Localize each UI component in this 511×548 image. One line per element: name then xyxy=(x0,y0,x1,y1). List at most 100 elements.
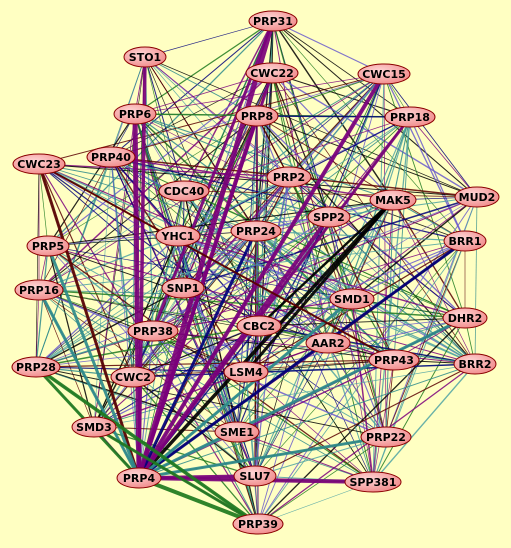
node-dhr2[interactable]: DHR2 xyxy=(442,307,488,329)
node-spp2[interactable]: SPP2 xyxy=(307,206,351,228)
node-prp6[interactable]: PRP6 xyxy=(113,103,157,125)
node-label: CWC22 xyxy=(250,67,294,80)
node-ellipse[interactable] xyxy=(235,105,279,127)
node-ellipse[interactable] xyxy=(368,349,420,371)
node-ellipse[interactable] xyxy=(158,180,210,202)
node-ellipse[interactable] xyxy=(86,146,136,168)
node-ellipse[interactable] xyxy=(232,513,284,535)
node-prp38[interactable]: PRP38 xyxy=(127,320,179,342)
node-yhc1[interactable]: YHC1 xyxy=(155,225,201,247)
edge-yhc1-brr2 xyxy=(177,235,476,365)
node-ellipse[interactable] xyxy=(384,106,436,128)
edge-cwc23-snp1 xyxy=(38,163,184,289)
node-prp4[interactable]: PRP4 xyxy=(116,467,162,489)
node-ellipse[interactable] xyxy=(161,277,205,299)
node-prp22[interactable]: PRP22 xyxy=(360,426,412,448)
strong-edge-prp4-brr1 xyxy=(138,239,466,480)
node-prp39[interactable]: PRP39 xyxy=(232,513,284,535)
node-sto1[interactable]: STO1 xyxy=(123,46,167,68)
node-ellipse[interactable] xyxy=(236,315,282,337)
node-prp28[interactable]: PRP28 xyxy=(11,356,61,378)
edge-mud2-prp38 xyxy=(152,196,478,332)
node-ellipse[interactable] xyxy=(307,206,351,228)
node-label: LSM4 xyxy=(229,366,263,379)
node-snp1[interactable]: SNP1 xyxy=(161,277,205,299)
node-ellipse[interactable] xyxy=(155,225,201,247)
node-cdc40[interactable]: CDC40 xyxy=(158,180,210,202)
node-ellipse[interactable] xyxy=(233,465,277,487)
node-ellipse[interactable] xyxy=(248,10,298,32)
edge-cwc23-prp5 xyxy=(38,163,49,247)
node-ellipse[interactable] xyxy=(443,230,487,252)
node-slu7[interactable]: SLU7 xyxy=(233,465,277,487)
node-label: YHC1 xyxy=(161,230,195,243)
node-ellipse[interactable] xyxy=(442,307,488,329)
node-cwc22[interactable]: CWC22 xyxy=(245,62,299,84)
edge-prp18-mud2 xyxy=(409,116,478,198)
node-ellipse[interactable] xyxy=(357,63,411,85)
node-ellipse[interactable] xyxy=(14,279,64,301)
edge-mud2-brr2 xyxy=(474,196,478,365)
node-label: PRP38 xyxy=(133,325,173,338)
node-ellipse[interactable] xyxy=(223,361,269,383)
node-prp31[interactable]: PRP31 xyxy=(248,10,298,32)
node-ellipse[interactable] xyxy=(214,421,260,443)
node-ellipse[interactable] xyxy=(127,320,179,342)
node-smd3[interactable]: SMD3 xyxy=(71,416,117,438)
node-cbc2[interactable]: CBC2 xyxy=(236,315,282,337)
node-ellipse[interactable] xyxy=(116,467,162,489)
node-prp8[interactable]: PRP8 xyxy=(235,105,279,127)
node-prp18[interactable]: PRP18 xyxy=(384,106,436,128)
node-ellipse[interactable] xyxy=(123,46,167,68)
node-prp16[interactable]: PRP16 xyxy=(14,279,64,301)
node-cwc2[interactable]: CWC2 xyxy=(110,366,156,388)
node-cwc15[interactable]: CWC15 xyxy=(357,63,411,85)
node-ellipse[interactable] xyxy=(360,426,412,448)
node-ellipse[interactable] xyxy=(266,166,312,188)
node-ellipse[interactable] xyxy=(329,288,375,310)
node-ellipse[interactable] xyxy=(344,471,402,493)
node-ellipse[interactable] xyxy=(454,186,500,208)
edge-prp5-prp22 xyxy=(47,245,387,438)
node-prp40[interactable]: PRP40 xyxy=(86,146,136,168)
node-ellipse[interactable] xyxy=(369,189,417,211)
node-prp43[interactable]: PRP43 xyxy=(368,349,420,371)
strong-edge-prp16-prp4 xyxy=(37,289,141,479)
node-label: SPP2 xyxy=(313,211,345,224)
edge-prp8-spp2 xyxy=(256,115,330,218)
node-ellipse[interactable] xyxy=(113,103,157,125)
node-ellipse[interactable] xyxy=(12,153,66,175)
node-prp24[interactable]: PRP24 xyxy=(230,220,282,242)
edge-cwc22-prp18 xyxy=(271,72,411,118)
node-ellipse[interactable] xyxy=(245,62,299,84)
node-ellipse[interactable] xyxy=(453,353,497,375)
edge-prp40-prp28 xyxy=(35,156,112,368)
edge-brr2-prp39 xyxy=(257,363,476,525)
node-aar2[interactable]: AAR2 xyxy=(305,332,351,354)
node-spp381[interactable]: SPP381 xyxy=(344,471,402,493)
node-prp5[interactable]: PRP5 xyxy=(26,235,70,257)
edge-prp40-prp4 xyxy=(110,156,140,479)
node-brr2[interactable]: BRR2 xyxy=(453,353,497,375)
node-ellipse[interactable] xyxy=(305,332,351,354)
node-mud2[interactable]: MUD2 xyxy=(454,186,500,208)
node-ellipse[interactable] xyxy=(110,366,156,388)
edge-prp28-prp22 xyxy=(35,366,387,438)
node-ellipse[interactable] xyxy=(230,220,282,242)
node-label: PRP18 xyxy=(390,111,430,124)
node-lsm4[interactable]: LSM4 xyxy=(223,361,269,383)
node-smd1[interactable]: SMD1 xyxy=(329,288,375,310)
node-label: MUD2 xyxy=(459,191,496,204)
node-cwc23[interactable]: CWC23 xyxy=(12,153,66,175)
node-sme1[interactable]: SME1 xyxy=(214,421,260,443)
edge-prp18-prp28 xyxy=(35,116,411,368)
node-ellipse[interactable] xyxy=(11,356,61,378)
node-ellipse[interactable] xyxy=(26,235,70,257)
node-mak5[interactable]: MAK5 xyxy=(369,189,417,211)
node-prp2[interactable]: PRP2 xyxy=(266,166,312,188)
strong-edge-prp4-mak5 xyxy=(137,198,395,480)
node-brr1[interactable]: BRR1 xyxy=(443,230,487,252)
edge-prp31-prp40 xyxy=(110,20,274,158)
strong-edge-prp5-prp4 xyxy=(46,245,141,479)
node-ellipse[interactable] xyxy=(71,416,117,438)
